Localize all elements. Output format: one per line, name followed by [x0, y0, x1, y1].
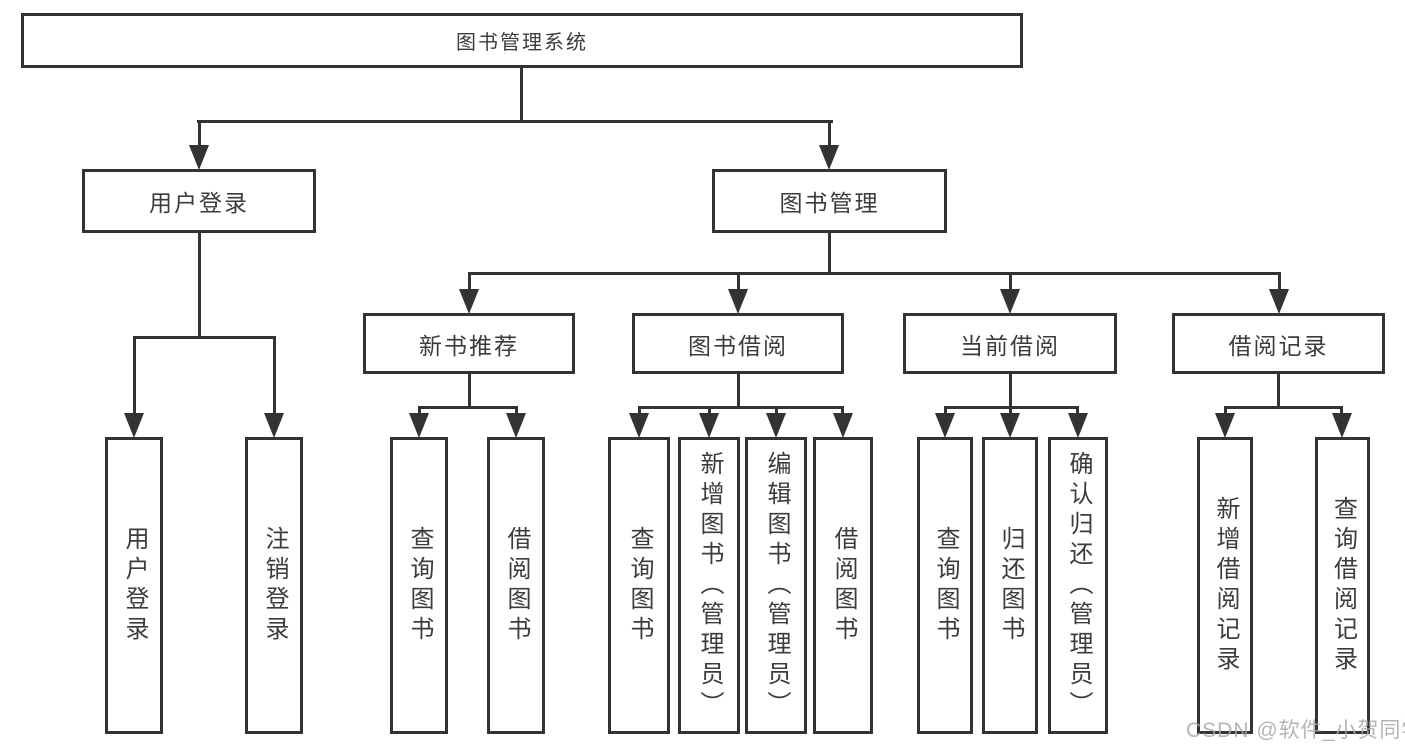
- arrowhead-borrow-records: [1269, 289, 1289, 314]
- leaf-label: 新增图书（管理员）: [696, 450, 723, 721]
- arrowhead-groupC-leaf1: [935, 413, 955, 438]
- leaf-label: 查询图书: [626, 525, 653, 646]
- arrowhead-logout-leaf: [264, 413, 284, 438]
- connector-groupA-drop2: [515, 406, 518, 416]
- connector-root-stub: [520, 68, 523, 123]
- connector-level1-rail: [197, 120, 833, 123]
- connector-groupB-drop1: [638, 406, 641, 416]
- arrowhead-groupB-leaf3: [766, 413, 786, 438]
- leaf-label: 借阅图书: [830, 525, 857, 646]
- leaf-borrow-edit-admin: 编辑图书（管理员）: [745, 437, 807, 734]
- leaf-borrow-query: 查询图书: [608, 437, 670, 734]
- node-label: 图书借阅: [688, 332, 788, 359]
- connector-user-login-rail: [133, 336, 276, 339]
- leaf-newbooks-query: 查询图书: [390, 437, 448, 734]
- arrowhead-book-management: [819, 145, 839, 170]
- connector-drop-book-management: [828, 120, 831, 148]
- node-label: 当前借阅: [960, 332, 1060, 359]
- connector-groupD-stub: [1277, 374, 1280, 409]
- arrowhead-groupB-leaf1: [629, 413, 649, 438]
- arrowhead-groupC-leaf3: [1068, 413, 1088, 438]
- leaf-label: 归还图书: [997, 525, 1024, 646]
- leaf-label: 借阅图书: [503, 525, 530, 646]
- leaf-label: 编辑图书（管理员）: [763, 450, 790, 721]
- connector-user-login-stub: [198, 233, 201, 337]
- connector-groupC-drop3: [1076, 406, 1079, 416]
- node-book-management: 图书管理: [712, 169, 947, 233]
- arrowhead-user-login: [189, 145, 209, 170]
- leaf-borrow-borrow: 借阅图书: [813, 437, 873, 734]
- connector-groupD-drop2: [1340, 406, 1343, 416]
- leaf-label: 新增借阅记录: [1212, 495, 1239, 676]
- node-current-borrow: 当前借阅: [903, 313, 1117, 374]
- connector-drop-new-books: [468, 272, 471, 292]
- connector-book-management-stub: [828, 233, 831, 275]
- arrowhead-groupD-leaf1: [1215, 413, 1235, 438]
- connector-drop-borrow-records: [1278, 272, 1281, 292]
- node-library-management-system: 图书管理系统: [21, 13, 1023, 68]
- connector-drop-current-borrow: [1009, 272, 1012, 292]
- connector-groupC-drop1: [944, 406, 947, 416]
- leaf-label: 确认归还（管理员）: [1065, 450, 1092, 721]
- node-borrow-records: 借阅记录: [1172, 313, 1385, 374]
- node-book-borrow: 图书借阅: [632, 313, 844, 374]
- arrowhead-current-borrow: [1000, 289, 1020, 314]
- connector-drop-logout-leaf: [273, 336, 276, 416]
- connector-groupC-stub: [1009, 374, 1012, 409]
- arrowhead-groupA-leaf2: [506, 413, 526, 438]
- arrowhead-book-borrow: [728, 289, 748, 314]
- node-new-book-recommend: 新书推荐: [363, 313, 575, 374]
- leaf-label: 查询借阅记录: [1329, 495, 1357, 676]
- connector-groupA-drop1: [418, 406, 421, 416]
- connector-groupD-rail: [1224, 406, 1343, 409]
- connector-groupB-drop4: [841, 406, 844, 416]
- arrowhead-new-books: [459, 289, 479, 314]
- connector-groupC-drop2: [1009, 406, 1012, 416]
- node-label: 图书管理: [779, 190, 880, 216]
- leaf-records-add: 新增借阅记录: [1197, 437, 1253, 734]
- arrowhead-groupB-leaf2: [699, 413, 719, 438]
- leaf-current-confirm-admin: 确认归还（管理员）: [1048, 437, 1108, 734]
- csdn-watermark: CSDN @软件_小贺同学: [1186, 719, 1405, 742]
- connector-groupA-rail: [418, 406, 518, 409]
- leaf-label: 用户登录: [121, 525, 148, 646]
- connector-groupB-rail: [638, 406, 844, 409]
- arrowhead-groupC-leaf2: [1000, 413, 1020, 438]
- leaf-borrow-add-admin: 新增图书（管理员）: [678, 437, 740, 734]
- node-label: 用户登录: [149, 190, 249, 216]
- arrowhead-groupD-leaf2: [1332, 413, 1352, 438]
- connector-groupB-drop3: [775, 406, 778, 416]
- leaf-newbooks-borrow: 借阅图书: [487, 437, 545, 734]
- arrowhead-login-leaf: [124, 413, 144, 438]
- connector-groupA-stub: [468, 374, 471, 409]
- leaf-user-login: 用户登录: [105, 437, 163, 734]
- leaf-current-query: 查询图书: [917, 437, 973, 734]
- connector-groupB-drop2: [708, 406, 711, 416]
- node-label: 图书管理系统: [456, 32, 588, 54]
- node-label: 借阅记录: [1228, 332, 1329, 359]
- connector-level2-rail: [468, 272, 1281, 275]
- leaf-label: 注销登录: [261, 525, 288, 646]
- connector-drop-book-borrow: [737, 272, 740, 292]
- leaf-current-return: 归还图书: [982, 437, 1038, 734]
- connector-drop-user-login: [198, 120, 201, 148]
- arrowhead-groupB-leaf4: [833, 413, 853, 438]
- node-user-login: 用户登录: [82, 169, 316, 233]
- arrowhead-groupA-leaf1: [409, 413, 429, 438]
- connector-groupB-stub: [737, 374, 740, 409]
- leaf-records-query: 查询借阅记录: [1315, 437, 1370, 734]
- leaf-label: 查询图书: [932, 525, 959, 646]
- connector-drop-login-leaf: [133, 336, 136, 416]
- node-label: 新书推荐: [419, 332, 519, 359]
- connector-groupD-drop1: [1224, 406, 1227, 416]
- leaf-logout: 注销登录: [245, 437, 303, 734]
- leaf-label: 查询图书: [406, 525, 433, 646]
